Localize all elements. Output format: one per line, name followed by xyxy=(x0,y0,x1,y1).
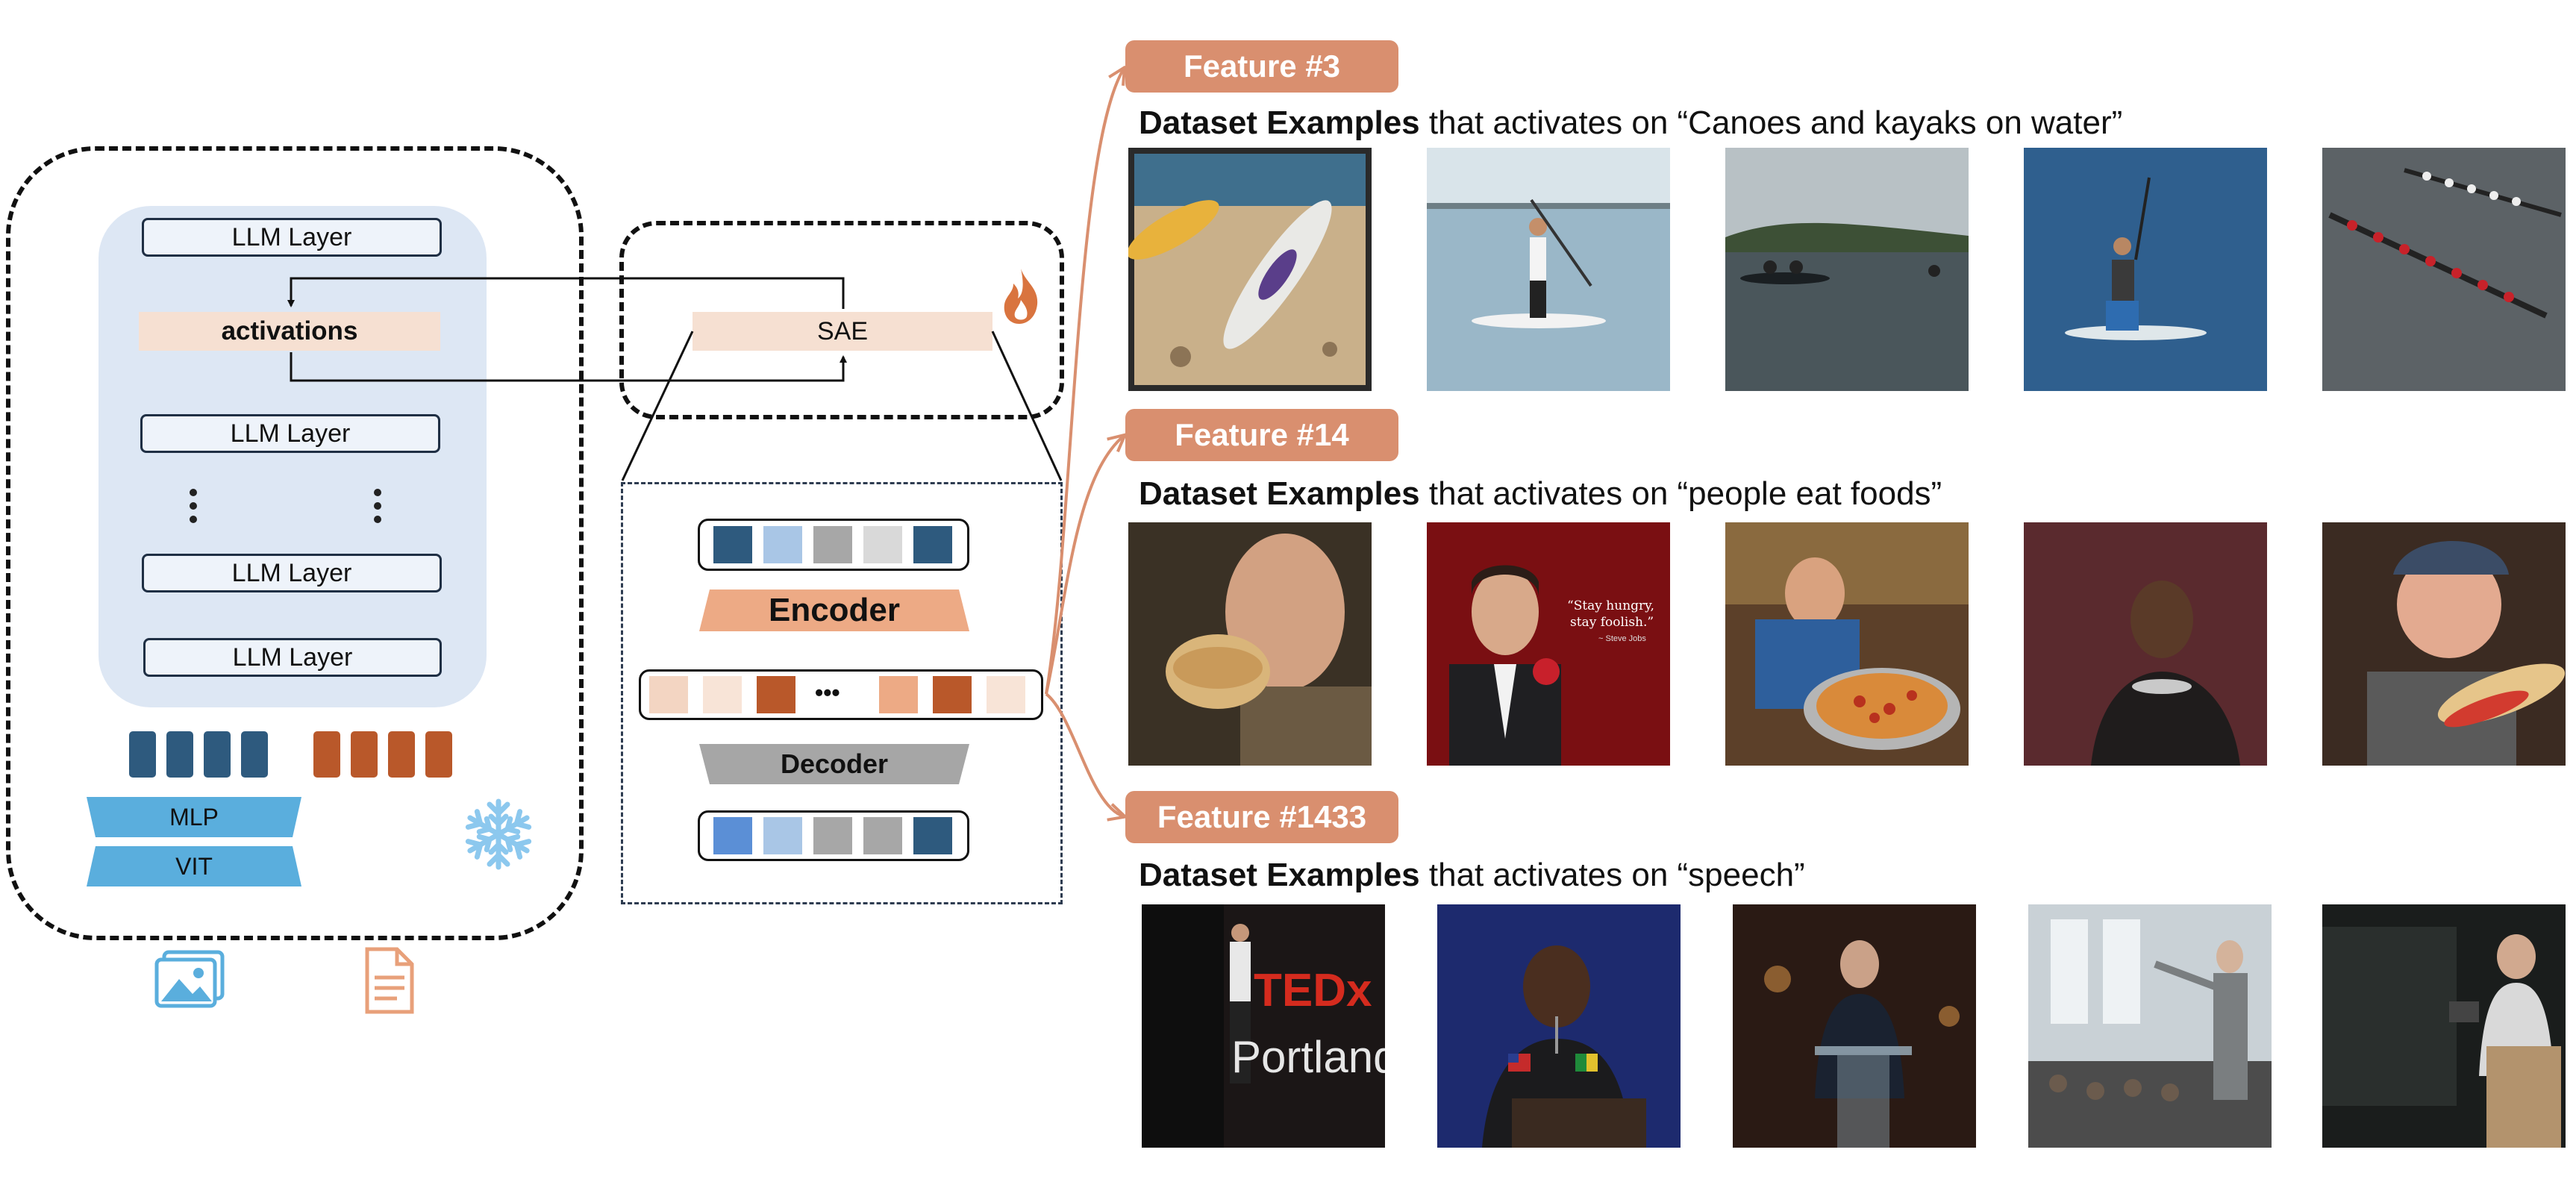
ellipsis-left xyxy=(190,489,197,529)
sae-box: SAE xyxy=(693,312,992,351)
jobs-quote-line-2: stay foolish.” xyxy=(1570,615,1654,630)
example-image-eating-sandwich xyxy=(1128,522,1372,766)
feature-1433-caption: Dataset Examples that activates on “spee… xyxy=(1139,857,1805,893)
vector-cell xyxy=(813,817,852,854)
feature-14-tab: Feature #14 xyxy=(1125,409,1398,461)
example-image-podium-speech xyxy=(1437,904,1681,1148)
feature-14-caption: Dataset Examples that activates on “peop… xyxy=(1139,475,1942,512)
latent-ellipsis: ••• xyxy=(815,679,840,706)
output-vector xyxy=(698,810,969,861)
example-image-classroom xyxy=(2322,904,2566,1148)
snowflake-icon xyxy=(461,798,536,872)
encoder-shape xyxy=(699,590,969,631)
latent-cell xyxy=(933,676,972,713)
text-token xyxy=(388,731,415,778)
feature-1433-tab: Feature #1433 xyxy=(1125,791,1398,843)
vision-token xyxy=(166,731,193,778)
llm-layer-3: LLM Layer xyxy=(142,554,442,592)
mlp-label: MLP xyxy=(169,803,219,831)
sae-frame xyxy=(619,221,1064,419)
sae-detail-frame xyxy=(621,482,1063,904)
vector-cell xyxy=(713,817,752,854)
jobs-quote-attribution: ~ Steve Jobs xyxy=(1598,634,1646,643)
ted-sign: TEDx xyxy=(1254,965,1372,1016)
text-token xyxy=(425,731,452,778)
example-image-rowing xyxy=(2322,148,2566,391)
image-input-icon xyxy=(154,950,225,1008)
example-image-pizza xyxy=(1725,522,1969,766)
vision-token xyxy=(204,731,231,778)
text-input-icon xyxy=(365,947,414,1014)
encoder-label: Encoder xyxy=(768,592,901,628)
text-token xyxy=(351,731,378,778)
latent-cell xyxy=(649,676,688,713)
decoder-shape xyxy=(699,744,969,784)
example-image-paddleboard xyxy=(1427,148,1670,391)
example-image-canoe-lake xyxy=(1725,148,1969,391)
latent-cell xyxy=(703,676,742,713)
activations-box: activations xyxy=(139,312,440,351)
latent-cell xyxy=(757,676,795,713)
feature-3-caption: Dataset Examples that activates on “Cano… xyxy=(1139,104,2123,141)
ellipsis-right xyxy=(374,489,381,529)
example-image-kayaks xyxy=(1128,148,1372,391)
model-frame xyxy=(6,146,584,940)
vector-cell xyxy=(763,817,802,854)
vector-cell xyxy=(713,526,752,563)
ted-sign-city: Portland xyxy=(1231,1032,1385,1082)
vector-cell xyxy=(913,526,952,563)
vision-token xyxy=(129,731,156,778)
llm-layer-4: LLM Layer xyxy=(143,638,442,677)
mlp-vit-shapes xyxy=(87,797,301,886)
example-image-lectern xyxy=(1733,904,1976,1148)
jobs-quote-line-1: “Stay hungry, xyxy=(1567,598,1654,613)
latent-vector xyxy=(639,669,1043,720)
input-vector xyxy=(698,519,969,571)
llm-layer-2: LLM Layer xyxy=(140,414,440,453)
example-image-ted-talk: TEDx Portland xyxy=(1142,904,1385,1148)
example-image-eating-dark xyxy=(2024,522,2267,766)
latent-cell xyxy=(879,676,918,713)
text-token xyxy=(313,731,340,778)
latent-cell xyxy=(987,676,1025,713)
example-image-eating-cap xyxy=(2322,522,2566,766)
example-image-jobs: “Stay hungry, stay foolish.” ~ Steve Job… xyxy=(1427,522,1670,766)
llm-panel xyxy=(99,206,487,707)
vector-cell xyxy=(863,817,902,854)
flame-icon xyxy=(1004,269,1038,324)
vector-cell xyxy=(763,526,802,563)
vit-label: VIT xyxy=(175,852,213,880)
vector-cell xyxy=(863,526,902,563)
feature-3-tab: Feature #3 xyxy=(1125,40,1398,93)
example-image-lecture-hall xyxy=(2028,904,2272,1148)
example-image-paddleboard-2 xyxy=(2024,148,2267,391)
llm-layer-1: LLM Layer xyxy=(142,218,442,257)
vector-cell xyxy=(813,526,852,563)
decoder-label: Decoder xyxy=(780,748,889,779)
vector-cell xyxy=(913,817,952,854)
vision-token xyxy=(241,731,268,778)
